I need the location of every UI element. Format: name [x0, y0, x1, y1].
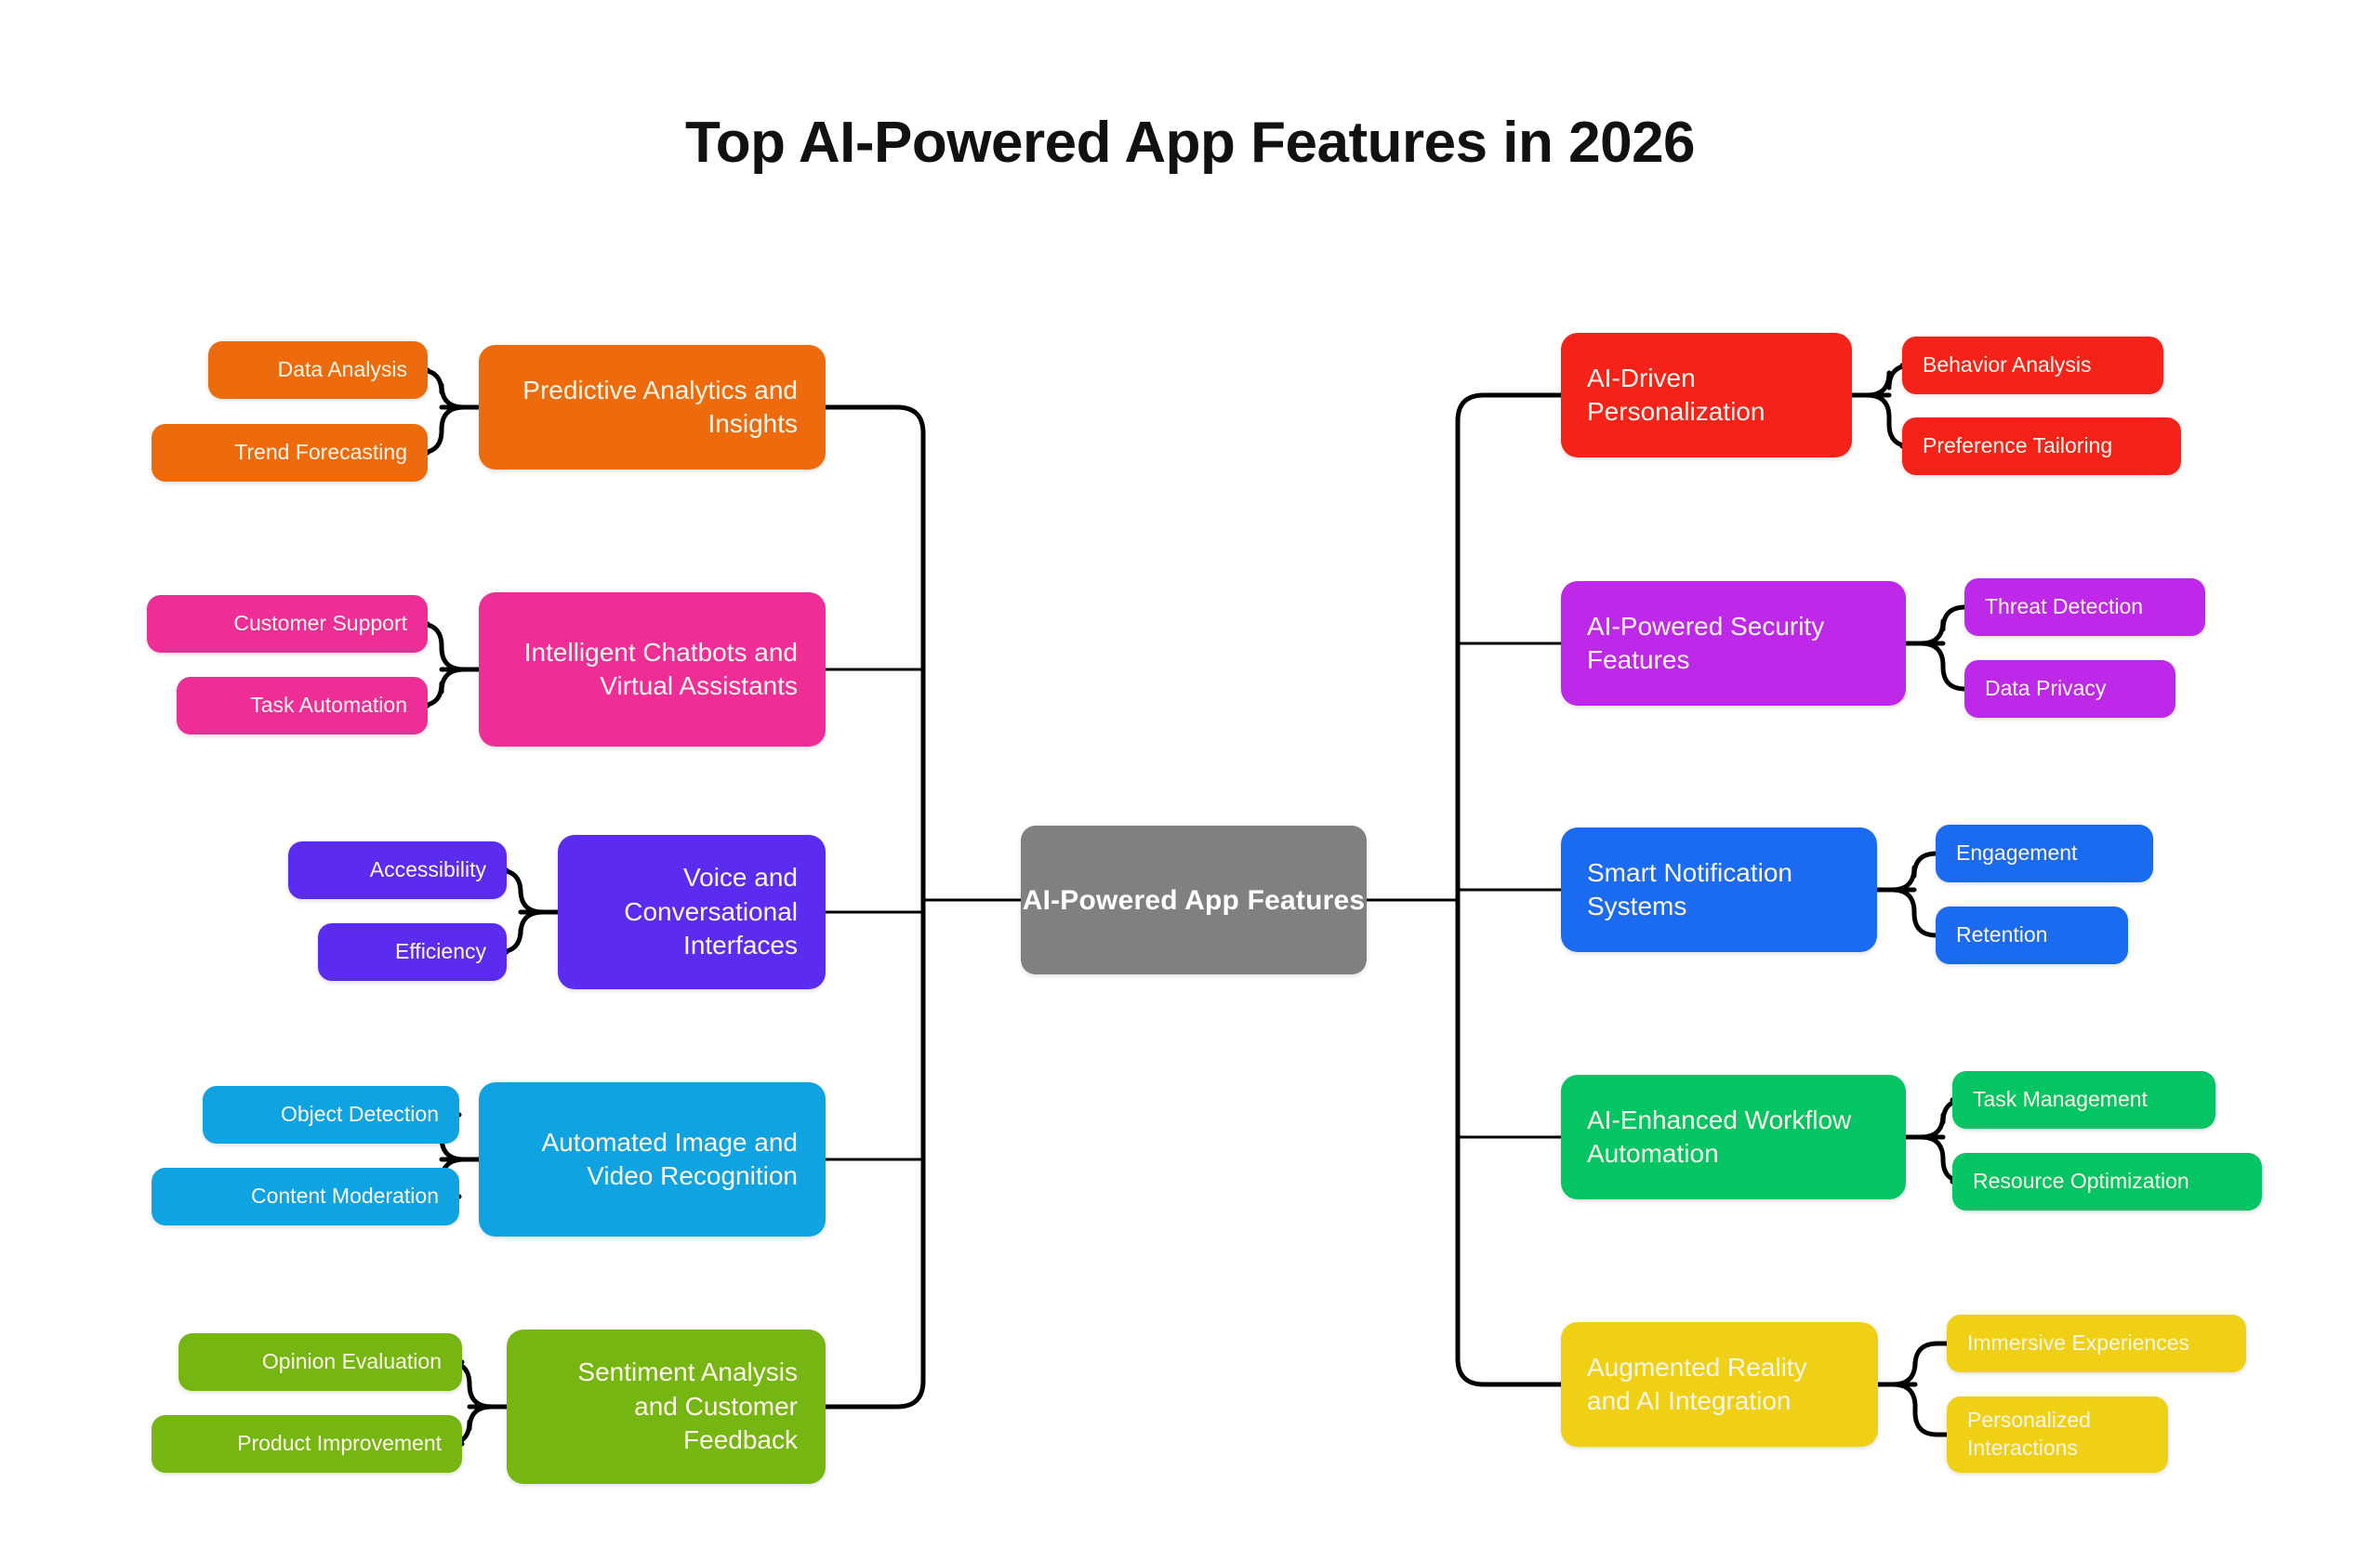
leaf-preference-tailoring[interactable]: Preference Tailoring [1902, 417, 2181, 475]
leaf-task-management[interactable]: Task Management [1952, 1071, 2215, 1129]
leaf-accessibility-label: Accessibility [369, 857, 486, 882]
leaf-product-improvement-label: Product Improvement [237, 1431, 442, 1456]
leaf-threat-detection[interactable]: Threat Detection [1964, 578, 2205, 636]
branch-sentiment-analysis-and-customer-feedback-label: Sentiment Analysis and Customer Feedback [577, 1357, 798, 1455]
branch-voice-and-conversational-interfaces[interactable]: Voice and Conversational Interfaces [558, 835, 826, 989]
leaf-content-moderation[interactable]: Content Moderation [152, 1168, 459, 1225]
leaf-task-management-label: Task Management [1973, 1087, 2148, 1112]
leaf-immersive-experiences-label: Immersive Experiences [1967, 1330, 2190, 1356]
leaf-data-privacy[interactable]: Data Privacy [1964, 660, 2175, 718]
leaf-retention-label: Retention [1956, 922, 2048, 947]
page-title: Top AI-Powered App Features in 2026 [684, 111, 1696, 175]
branch-intelligent-chatbots-and-virtual-assista-label: Intelligent Chatbots and Virtual Assista… [523, 637, 798, 700]
branch-smart-notification-systems[interactable]: Smart Notification Systems [1561, 827, 1877, 952]
leaf-task-automation[interactable]: Task Automation [177, 677, 428, 735]
leaf-efficiency-label: Efficiency [394, 939, 486, 964]
leaf-resource-optimization[interactable]: Resource Optimization [1952, 1153, 2262, 1211]
leaf-content-moderation-label: Content Moderation [250, 1184, 439, 1209]
leaf-threat-detection-label: Threat Detection [1985, 594, 2144, 619]
branch-ai-enhanced-workflow-automation-label: AI-Enhanced Workflow Automation [1587, 1105, 1852, 1168]
leaf-customer-support[interactable]: Customer Support [147, 595, 428, 653]
branch-intelligent-chatbots-and-virtual-assista[interactable]: Intelligent Chatbots and Virtual Assista… [479, 592, 826, 747]
leaf-retention[interactable]: Retention [1936, 907, 2128, 964]
central-node-label: AI-Powered App Features [1022, 884, 1366, 916]
central-node[interactable]: AI-Powered App Features [1021, 826, 1367, 974]
branch-automated-image-and-video-recognition-label: Automated Image and Video Recognition [541, 1127, 798, 1190]
leaf-customer-support-label: Customer Support [233, 611, 407, 636]
leaf-task-automation-label: Task Automation [250, 693, 407, 718]
leaf-efficiency[interactable]: Efficiency [318, 923, 507, 981]
leaf-personalized-interactions[interactable]: Personalized Interactions [1947, 1397, 2168, 1473]
leaf-object-detection-label: Object Detection [280, 1102, 439, 1127]
branch-augmented-reality-and-ai-integration[interactable]: Augmented Reality and AI Integration [1561, 1322, 1878, 1447]
branch-ai-driven-personalization[interactable]: AI-Driven Personalization [1561, 333, 1852, 457]
leaf-data-privacy-label: Data Privacy [1985, 676, 2107, 701]
leaf-preference-tailoring-label: Preference Tailoring [1923, 433, 2113, 458]
leaf-immersive-experiences[interactable]: Immersive Experiences [1947, 1315, 2246, 1372]
leaf-opinion-evaluation[interactable]: Opinion Evaluation [178, 1333, 462, 1391]
branch-smart-notification-systems-label: Smart Notification Systems [1587, 857, 1792, 920]
leaf-data-analysis[interactable]: Data Analysis [208, 341, 428, 399]
leaf-trend-forecasting[interactable]: Trend Forecasting [152, 424, 428, 482]
leaf-object-detection[interactable]: Object Detection [203, 1086, 459, 1144]
branch-ai-powered-security-features[interactable]: AI-Powered Security Features [1561, 581, 1906, 706]
branch-augmented-reality-and-ai-integration-label: Augmented Reality and AI Integration [1587, 1352, 1807, 1415]
leaf-trend-forecasting-label: Trend Forecasting [234, 440, 407, 465]
branch-predictive-analytics-and-insights[interactable]: Predictive Analytics and Insights [479, 345, 826, 470]
leaf-personalized-interactions-label: Personalized Interactions [1967, 1408, 2091, 1460]
branch-sentiment-analysis-and-customer-feedback[interactable]: Sentiment Analysis and Customer Feedback [507, 1330, 826, 1484]
branch-voice-and-conversational-interfaces-label: Voice and Conversational Interfaces [624, 863, 798, 960]
branch-ai-driven-personalization-label: AI-Driven Personalization [1587, 363, 1765, 426]
leaf-behavior-analysis-label: Behavior Analysis [1923, 352, 2092, 377]
branch-ai-enhanced-workflow-automation[interactable]: AI-Enhanced Workflow Automation [1561, 1075, 1906, 1199]
leaf-product-improvement[interactable]: Product Improvement [152, 1415, 462, 1473]
leaf-engagement-label: Engagement [1956, 841, 2078, 866]
leaf-engagement[interactable]: Engagement [1936, 825, 2153, 882]
branch-ai-powered-security-features-label: AI-Powered Security Features [1587, 611, 1825, 674]
leaf-accessibility[interactable]: Accessibility [288, 841, 507, 899]
branch-predictive-analytics-and-insights-label: Predictive Analytics and Insights [522, 375, 798, 438]
leaf-resource-optimization-label: Resource Optimization [1973, 1169, 2189, 1194]
leaf-behavior-analysis[interactable]: Behavior Analysis [1902, 337, 2163, 394]
branch-automated-image-and-video-recognition[interactable]: Automated Image and Video Recognition [479, 1082, 826, 1237]
leaf-data-analysis-label: Data Analysis [277, 357, 407, 382]
leaf-opinion-evaluation-label: Opinion Evaluation [261, 1349, 442, 1374]
